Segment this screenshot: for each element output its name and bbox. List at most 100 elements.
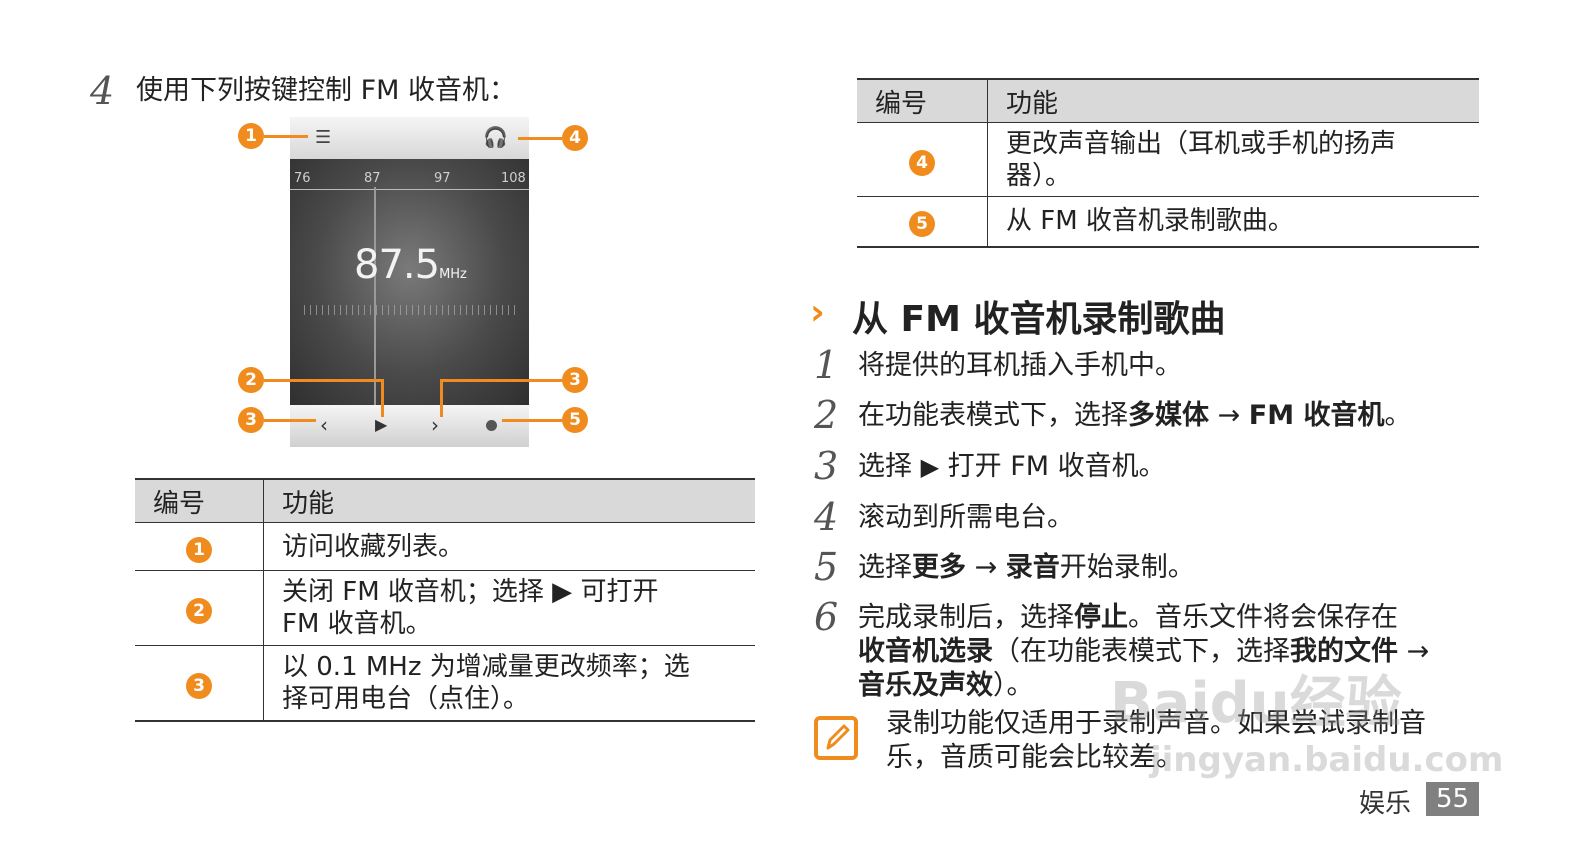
section-title: 从 FM 收音机录制歌曲 xyxy=(852,299,1226,340)
row-function: 访问收藏列表。 xyxy=(263,522,755,571)
callout-badge: 2 xyxy=(238,367,264,393)
callout-line xyxy=(264,419,316,422)
step-text-part: 打开 FM 收音机。 xyxy=(939,451,1166,482)
table-row: 3 以 0.1 MHz 为增减量更改频率；选 择可用电台（点住）。 xyxy=(135,645,755,722)
row-function: 以 0.1 MHz 为增减量更改频率；选 择可用电台（点住）。 xyxy=(263,645,755,722)
step-text: 使用下列按键控制 FM 收音机： xyxy=(136,75,516,106)
menu-path: 收音机选录 xyxy=(858,636,993,667)
step-text: 选择更多 → 录音开始录制。 xyxy=(858,551,1195,585)
step-text-part: 完成录制后，选择 xyxy=(858,602,1074,633)
menu-path: 多媒体 xyxy=(1128,400,1209,431)
header-number: 编号 xyxy=(135,478,264,523)
header-number: 编号 xyxy=(857,78,988,123)
row-badge: 2 xyxy=(186,598,212,624)
callout-line xyxy=(440,379,562,382)
row-text: 择可用电台（点住）。 xyxy=(282,683,530,714)
row-text: 器）。 xyxy=(1006,160,1072,191)
scale-line xyxy=(290,189,529,190)
table-header-row: 编号 功能 xyxy=(135,478,755,523)
table-row: 1 访问收藏列表。 xyxy=(135,522,755,571)
note-line: 乐，音质可能会比较差。 xyxy=(886,742,1183,773)
scale-label: 97 xyxy=(434,171,451,186)
frequency-unit: MHz xyxy=(439,267,467,282)
callout-line xyxy=(502,419,562,422)
menu-path: 更多 xyxy=(912,552,966,583)
row-text: 关闭 FM 收音机；选择 ▶ 可打开 xyxy=(282,577,659,607)
tuner-needle[interactable] xyxy=(374,187,376,405)
watermark-url: jingyan.baidu.com xyxy=(1150,740,1504,780)
note-text: 录制功能仅适用于录制声音。如果尝试录制音 乐，音质可能会比较差。 xyxy=(886,707,1426,775)
page-number: 55 xyxy=(1426,782,1479,816)
step-text: 在功能表模式下，选择多媒体 → FM 收音机。 xyxy=(858,399,1412,433)
table-row: 4 更改声音输出（耳机或手机的扬声 器）。 xyxy=(857,122,1479,197)
callout-line xyxy=(264,135,308,138)
phone-control-bar: ‹ ▶ › xyxy=(290,405,529,447)
fm-radio-screenshot: ☰ 🎧 76 87 97 108 87.5MHz ‹ ▶ › xyxy=(290,117,529,447)
record-icon[interactable] xyxy=(486,420,497,431)
step-number: 3 xyxy=(814,444,839,488)
step-text-part: 选择 xyxy=(858,451,921,482)
footer-section-label: 娱乐 xyxy=(1359,789,1412,819)
step-text-part: 开始录制。 xyxy=(1059,552,1195,583)
step-line: 音乐及声效）。 xyxy=(858,669,1478,703)
row-text: 更改声音输出（耳机或手机的扬声 xyxy=(1006,128,1397,159)
note-pencil-icon xyxy=(814,716,858,760)
watermark-logo: Baidu经验 xyxy=(1110,671,1402,736)
callout-line xyxy=(264,379,383,382)
row-number: 2 xyxy=(135,570,264,646)
section-chevron-icon: › xyxy=(810,292,825,333)
list-icon[interactable]: ☰ xyxy=(315,127,332,148)
step-text: 完成录制后，选择停止。音乐文件将会保存在 收音机选录（在功能表模式下，选择我的文… xyxy=(858,601,1478,703)
scale-label: 87 xyxy=(364,171,381,186)
play-icon: ▶ xyxy=(920,453,940,481)
step-text-part: 选择 xyxy=(858,552,912,583)
table-row: 2 关闭 FM 收音机；选择 ▶ 可打开 FM 收音机。 xyxy=(135,570,755,646)
step-number: 4 xyxy=(814,495,839,539)
row-number: 4 xyxy=(857,122,988,197)
arrow: → xyxy=(966,552,1006,583)
step-text-part: 。音乐文件将会保存在 xyxy=(1128,602,1398,633)
row-function: 更改声音输出（耳机或手机的扬声 器）。 xyxy=(987,122,1479,197)
next-icon[interactable]: › xyxy=(431,413,439,437)
phone-top-bar: ☰ 🎧 xyxy=(290,117,529,159)
frequency-display: 87.5MHz xyxy=(354,242,467,288)
row-function: 从 FM 收音机录制歌曲。 xyxy=(987,196,1479,248)
play-icon[interactable]: ▶ xyxy=(375,415,388,434)
button-function-table-continued: 编号 功能 4 更改声音输出（耳机或手机的扬声 器）。 5 从 FM 收音机录制… xyxy=(857,78,1479,248)
step-text: 将提供的耳机插入手机中。 xyxy=(858,350,1182,381)
step-number: 1 xyxy=(814,343,839,387)
arrow: → xyxy=(1209,400,1249,431)
step-line: 收音机选录（在功能表模式下，选择我的文件 → xyxy=(858,635,1478,669)
menu-path: 停止 xyxy=(1074,602,1128,633)
header-function: 功能 xyxy=(263,478,755,523)
step-text-part: （在功能表模式下，选择 xyxy=(993,636,1290,667)
row-text: 从 FM 收音机录制歌曲。 xyxy=(1006,206,1294,237)
callout-badge: 5 xyxy=(562,407,588,433)
headphones-icon[interactable]: 🎧 xyxy=(483,125,508,149)
scale-label: 76 xyxy=(294,171,311,186)
row-badge: 5 xyxy=(909,211,935,238)
step-text-part: ）。 xyxy=(993,670,1034,701)
row-text: 访问收藏列表。 xyxy=(282,531,465,562)
step-text: 选择 ▶ 打开 FM 收音机。 xyxy=(858,450,1166,484)
step-text-part: 。 xyxy=(1384,400,1412,431)
row-number: 3 xyxy=(135,645,264,722)
step-text-part: 在功能表模式下，选择 xyxy=(858,400,1128,431)
scale-label: 108 xyxy=(501,171,526,186)
arrow: → xyxy=(1398,636,1430,667)
callout-line xyxy=(440,379,443,417)
step-number: 2 xyxy=(814,393,839,437)
row-text: 以 0.1 MHz 为增减量更改频率；选 xyxy=(282,651,690,682)
header-function: 功能 xyxy=(987,78,1479,123)
menu-path: 我的文件 xyxy=(1290,636,1398,667)
step-line: 完成录制后，选择停止。音乐文件将会保存在 xyxy=(858,601,1478,635)
note-line: 录制功能仅适用于录制声音。如果尝试录制音 xyxy=(886,708,1426,739)
menu-path: FM 收音机 xyxy=(1248,400,1385,431)
prev-icon[interactable]: ‹ xyxy=(320,413,328,437)
row-number: 5 xyxy=(857,196,988,248)
row-badge: 3 xyxy=(186,672,212,699)
callout-line xyxy=(381,379,384,417)
callout-line xyxy=(518,137,562,140)
tuning-ticks xyxy=(304,305,516,315)
menu-path: 录音 xyxy=(1005,552,1060,583)
